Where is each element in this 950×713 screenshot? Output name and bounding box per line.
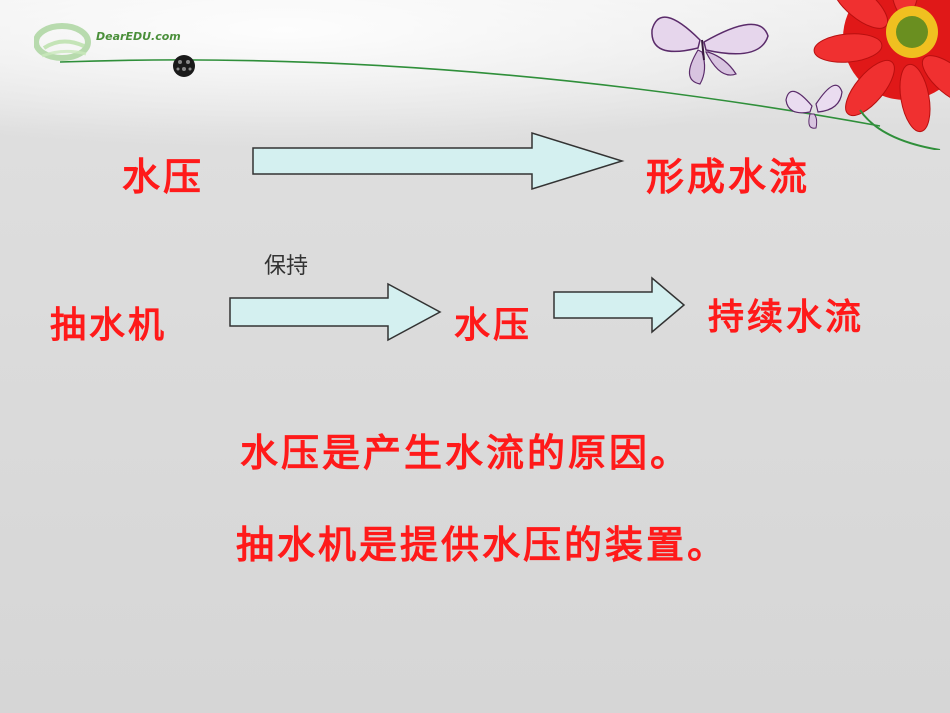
row2-arrow-1 (229, 282, 442, 342)
flower-icon (813, 0, 950, 150)
background-haze (0, 0, 950, 150)
deareedu-logo-icon (33, 23, 91, 61)
row2-middle-text: 水压 (454, 305, 533, 346)
logo-text: DearEDU.com (96, 30, 181, 43)
row1-arrow (252, 131, 625, 191)
row1-right-text: 形成水流 (646, 155, 811, 199)
row2-arrow-2 (553, 276, 686, 334)
row1-left-text: 水压 (122, 155, 205, 199)
row2-left-text: 抽水机 (50, 305, 168, 346)
conclusion-line-2: 抽水机是提供水压的装置。 (236, 523, 729, 567)
conclusion-line-1: 水压是产生水流的原因。 (240, 431, 692, 475)
butterfly-icon (785, 84, 843, 129)
logo (33, 18, 209, 78)
bead-icon (173, 55, 195, 77)
header-decoration (59, 0, 950, 150)
row2-right-text: 持续水流 (708, 297, 865, 338)
butterfly-icon (651, 16, 769, 85)
row2-arrow-label: 保持 (264, 254, 309, 279)
decor-line (59, 59, 881, 127)
